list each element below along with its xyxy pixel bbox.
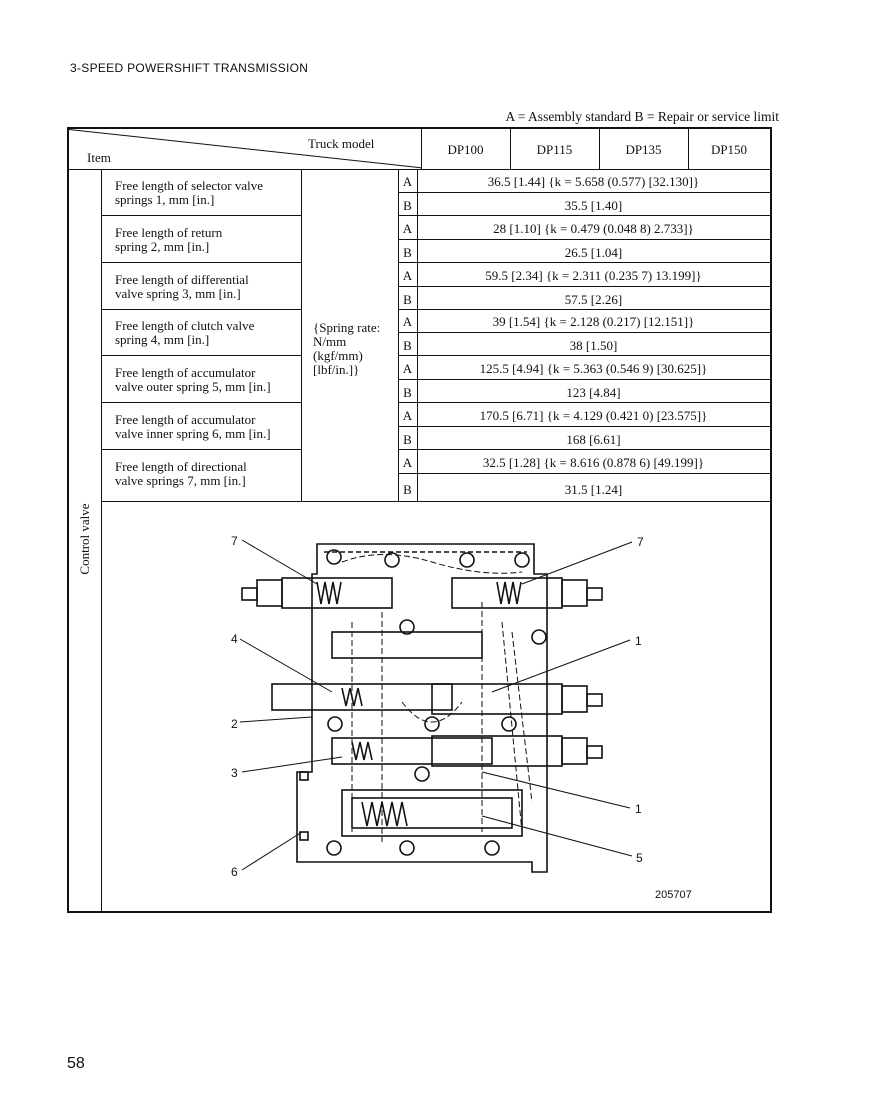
figure-code: 205707 (655, 889, 692, 901)
row2-a-value: 28 [1.10] {k = 0.479 (0.048 8) 2.733]} (493, 221, 694, 236)
spec-table: Truck model Item DP100 DP115 DP135 DP150… (67, 127, 772, 913)
group-col-divider (101, 169, 102, 911)
corner-truck-model: Truck model (308, 136, 375, 151)
model-dp135: DP135 (625, 142, 662, 157)
callout-6: 6 (231, 865, 238, 879)
row2-b-label: B (403, 245, 412, 260)
header-bottom-rule (69, 169, 770, 170)
page-number: 58 (67, 1055, 85, 1072)
callout-4: 4 (231, 632, 238, 646)
row5-b-label: B (403, 385, 412, 400)
row3-a-value: 59.5 [2.34] {k = 2.311 (0.235 7) 13.199]… (485, 268, 702, 283)
row4-b-value: 38 [1.50] (569, 338, 618, 353)
row1-a-value: 36.5 [1.44] {k = 5.658 (0.577) [32.130]} (487, 174, 700, 189)
group-label-control-valve: Control valve (77, 503, 92, 575)
row7-a-label: A (402, 455, 413, 470)
row5-b-value: 123 [4.84] (566, 385, 621, 400)
spring-rate-unit-4: [lbf/in.]} (313, 362, 360, 377)
model-dp115: DP115 (536, 142, 573, 157)
item-differential-spring-line2: valve spring 3, mm [in.] (115, 286, 241, 301)
item-clutch-spring-line1: Free length of clutch valve (115, 318, 255, 333)
row3-a-label: A (402, 268, 413, 283)
legend-note: A = Assembly standard B = Repair or serv… (505, 109, 779, 124)
header-col-divider (421, 129, 422, 169)
callout-3: 3 (231, 766, 238, 780)
row1-b-label: B (403, 198, 412, 213)
callout-7-right: 7 (637, 535, 644, 549)
item-return-spring-line2: spring 2, mm [in.] (115, 239, 210, 254)
row6-a-value: 170.5 [6.71] {k = 4.129 (0.421 0) [23.57… (479, 408, 708, 423)
row6-b-label: B (403, 432, 412, 447)
item-clutch-spring-line2: spring 4, mm [in.] (115, 332, 210, 347)
item-accumulator-inner-line2: valve inner spring 6, mm [in.] (115, 426, 271, 441)
row3-b-value: 57.5 [2.26] (564, 292, 623, 307)
item-accumulator-inner-line1: Free length of accumulator (115, 412, 256, 427)
row4-b-label: B (403, 338, 412, 353)
item-return-spring-line1: Free length of return (115, 225, 223, 240)
callout-2: 2 (231, 717, 238, 731)
item-directional-spring-line1: Free length of directional (115, 459, 247, 474)
row7-b-value: 31.5 [1.24] (564, 482, 623, 497)
corner-item: Item (87, 150, 111, 165)
row2-b-value: 26.5 [1.04] (564, 245, 623, 260)
spring-rate-unit-1: {Spring rate: (313, 320, 381, 335)
row4-a-label: A (402, 314, 413, 329)
item-selector-valve-line1: Free length of selector valve (115, 178, 263, 193)
item-col-divider (301, 169, 302, 501)
row1-a-label: A (402, 174, 413, 189)
page-header: 3-SPEED POWERSHIFT TRANSMISSION (70, 61, 309, 75)
item-accumulator-outer-line2: valve outer spring 5, mm [in.] (115, 379, 271, 394)
spring-rate-unit-2: N/mm (313, 334, 347, 349)
row5-a-label: A (402, 361, 413, 376)
item-selector-valve-line2: springs 1, mm [in.] (115, 192, 215, 207)
spring-rate-unit-3: (kgf/mm) (313, 348, 363, 363)
row5-a-value: 125.5 [4.94] {k = 5.363 (0.546 9) [30.62… (479, 361, 708, 376)
row2-a-label: A (402, 221, 413, 236)
row3-b-label: B (403, 292, 412, 307)
row6-a-label: A (402, 408, 413, 423)
table-bottom-rule (101, 501, 770, 502)
callout-1-upper: 1 (635, 634, 642, 648)
row6-b-value: 168 [6.61] (566, 432, 621, 447)
model-dp100: DP100 (447, 142, 484, 157)
row7-a-value: 32.5 [1.28] {k = 8.616 (0.878 6) [49.199… (482, 455, 705, 470)
item-directional-spring-line2: valve springs 7, mm [in.] (115, 473, 246, 488)
callout-7-left: 7 (231, 534, 238, 548)
control-valve-diagram (239, 539, 633, 873)
model-dp150: DP150 (710, 142, 748, 157)
item-differential-spring-line1: Free length of differential (115, 272, 249, 287)
ab-col-divider (417, 169, 418, 501)
unit-col-divider (398, 169, 399, 501)
callout-1-lower: 1 (635, 802, 642, 816)
row4-a-value: 39 [1.54] {k = 2.128 (0.217) [12.151]} (492, 314, 695, 329)
row1-b-value: 35.5 [1.40] (564, 198, 623, 213)
row7-b-label: B (403, 482, 412, 497)
callout-5: 5 (636, 851, 643, 865)
item-accumulator-outer-line1: Free length of accumulator (115, 365, 256, 380)
